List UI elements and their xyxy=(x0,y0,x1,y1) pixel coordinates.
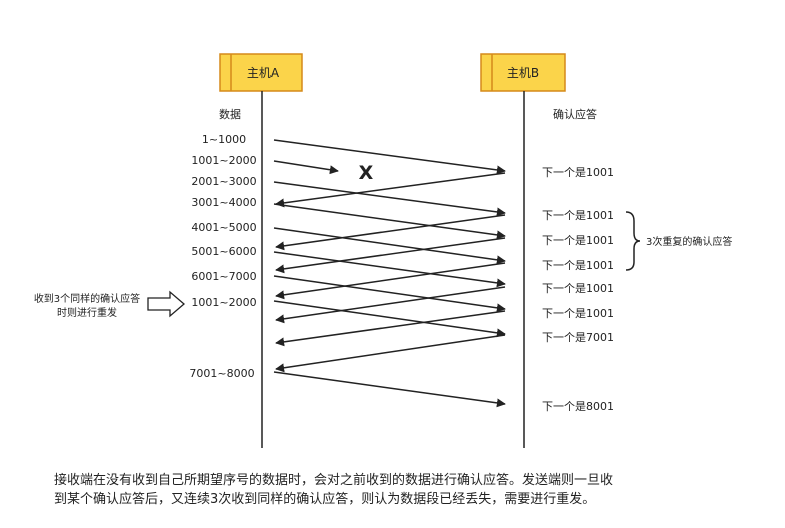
segment-label: 1001~2000 xyxy=(191,296,256,309)
segment-label: 1001~2000 xyxy=(191,154,256,167)
segment-arrow xyxy=(273,139,506,175)
ack-arrow xyxy=(275,172,506,208)
host-a-box: 主机A xyxy=(219,53,303,92)
segment-arrow xyxy=(273,227,506,265)
ack-label: 下一个是1001 xyxy=(542,259,614,272)
segment-arrow xyxy=(273,203,506,240)
host-a-label: 主机A xyxy=(247,66,280,80)
ack-label: 下一个是1001 xyxy=(542,307,614,320)
side-note-line-2: 时则进行重发 xyxy=(57,306,117,319)
segment-arrow xyxy=(273,181,506,217)
segment-label: 6001~7000 xyxy=(191,270,256,283)
segment-label: 4001~5000 xyxy=(191,221,256,234)
ack-arrow xyxy=(275,262,506,300)
ack-label: 下一个是8001 xyxy=(542,400,614,413)
hollow-arrow-icon xyxy=(147,290,185,318)
host-b-box: 主机B xyxy=(480,53,566,92)
ack-label: 下一个是1001 xyxy=(542,234,614,247)
ack-arrows xyxy=(275,172,506,373)
duplicate-ack-brace xyxy=(625,211,641,271)
segment-arrow xyxy=(273,275,506,313)
segment-label: 1~1000 xyxy=(202,133,246,146)
lost-segment-arrow xyxy=(273,160,339,175)
ack-arrow xyxy=(275,237,506,274)
data-arrows xyxy=(273,139,506,408)
ack-arrow xyxy=(275,214,506,251)
segment-label: 2001~3000 xyxy=(191,175,256,188)
retransmit-arrow xyxy=(273,300,506,338)
ack-label: 下一个是7001 xyxy=(542,331,614,344)
segment-label: 7001~8000 xyxy=(189,367,254,380)
ack-label: 下一个是1001 xyxy=(542,166,614,179)
ack-arrow xyxy=(275,310,506,347)
ack-label: 下一个是1001 xyxy=(542,282,614,295)
segment-label: 5001~6000 xyxy=(191,245,256,258)
ack-column-header: 确认应答 xyxy=(553,107,597,121)
segment-labels: 1~1000 1001~2000 2001~3000 3001~4000 400… xyxy=(189,133,256,380)
data-column-header: 数据 xyxy=(219,107,241,121)
segment-arrow xyxy=(273,251,506,288)
caption-line-2: 到某个确认应答后，又连续3次收到同样的确认应答，则认为数据段已经丢失，需要进行重… xyxy=(54,491,595,507)
segment-label: 3001~4000 xyxy=(191,196,256,209)
ack-labels: 下一个是1001 下一个是1001 下一个是1001 下一个是1001 下一个是… xyxy=(542,166,614,413)
side-note-line-1: 收到3个同样的确认应答 xyxy=(34,292,140,305)
lost-segment-mark: X xyxy=(359,162,374,184)
segment-arrow xyxy=(273,371,506,408)
duplicate-ack-note: 3次重复的确认应答 xyxy=(646,235,732,248)
ack-label: 下一个是1001 xyxy=(542,209,614,222)
ack-arrow xyxy=(275,286,506,324)
host-b-label: 主机B xyxy=(507,66,539,80)
ack-arrow xyxy=(275,334,506,373)
caption-line-1: 接收端在没有收到自己所期望序号的数据时，会对之前收到的数据进行确认应答。发送端则… xyxy=(54,472,613,488)
